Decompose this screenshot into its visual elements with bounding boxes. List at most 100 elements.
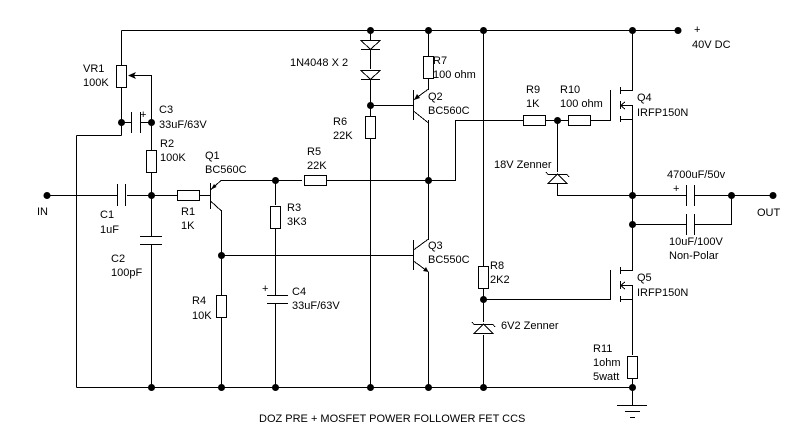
wire-to-r9: [428, 120, 523, 181]
r2-value: 100K: [160, 152, 186, 164]
transistor-q1: Q1 BC560C: [205, 150, 247, 212]
resistor-body: [568, 115, 591, 126]
capacitor-c1: C1 1uF: [100, 184, 126, 236]
junction-dot: [367, 27, 374, 34]
output-label: OUT: [757, 207, 781, 219]
pnp-arrow-icon: [414, 94, 420, 100]
junction-dot: [629, 384, 636, 391]
junction-dot: [148, 384, 155, 391]
q5-value: IRFP150N: [637, 287, 688, 299]
junction-dot: [554, 117, 561, 124]
zener-icon: [545, 171, 570, 184]
resistor-body: [365, 116, 376, 139]
capacitor-plates: [267, 295, 288, 304]
supply-label: 40V DC: [692, 39, 731, 51]
junction-dot: [425, 27, 432, 34]
diode-icon: [359, 70, 382, 81]
q2-ref: Q2: [428, 91, 443, 103]
q5-ref: Q5: [637, 272, 652, 284]
junction-dot: [367, 384, 374, 391]
junction-dot: [118, 119, 125, 126]
capacitor-c5: + 4700uF/50v: [667, 169, 726, 206]
q3-ref: Q3: [428, 240, 443, 252]
supply-terminal: [674, 27, 682, 34]
capacitor-c3: + C3 33uF/63V: [131, 104, 207, 133]
wire-output-caps: [632, 195, 773, 225]
c3-polarity: +: [140, 109, 146, 121]
resistor-body: [270, 206, 281, 229]
r8-value: 2K2: [490, 274, 510, 286]
mosfet-q5: Q5 IRFP150N: [610, 265, 688, 302]
input-label: IN: [37, 206, 48, 218]
vr1-ref: VR1: [83, 63, 104, 75]
wires: [47, 30, 773, 405]
r5-ref: R5: [307, 146, 321, 158]
resistor-r1: R1 1K: [177, 190, 200, 232]
c5-polarity: +: [673, 183, 679, 195]
resistor-r8: R8 2K2: [478, 260, 510, 289]
c2-value: 100pF: [111, 267, 142, 279]
q1-ref: Q1: [205, 150, 220, 162]
zener-18v: 18V Zenner: [494, 159, 570, 184]
diode-icon: [359, 40, 382, 51]
r11-rating: 5watt: [593, 371, 619, 383]
diode-ref: 1N4048 X 2: [290, 57, 348, 69]
junction-dot: [728, 192, 735, 199]
resistor-r2: R2 100K: [146, 138, 186, 173]
junction-dot: [272, 177, 279, 184]
r9-value: 1K: [526, 98, 540, 110]
r6-value: 22K: [333, 130, 353, 142]
schematic-title: DOZ PRE + MOSFET POWER FOLLOWER FET CCS: [259, 413, 525, 425]
resistor-r4: R4 10K: [192, 295, 227, 322]
c4-value: 33uF/63V: [292, 300, 340, 312]
r7-ref: R7: [433, 55, 447, 67]
c6-value: 10uF/100V: [669, 236, 723, 248]
wire-zener18: [557, 120, 633, 196]
r8-ref: R8: [490, 260, 504, 272]
r1-value: 1K: [181, 220, 195, 232]
supply-plus-label: +: [694, 24, 700, 36]
junction-dot: [218, 252, 225, 259]
junction-dot: [148, 119, 155, 126]
wire-vr1-wiper: [135, 75, 152, 122]
junction-dot: [629, 221, 636, 228]
resistor-body: [627, 356, 638, 379]
junction-dot: [272, 384, 279, 391]
resistor-body: [523, 115, 546, 126]
r5-value: 22K: [307, 160, 327, 172]
q2-value: BC560C: [428, 105, 470, 117]
collector-lead: [210, 200, 222, 212]
zener-6v2-label: 6V2 Zenner: [501, 320, 559, 332]
c2-ref: C2: [111, 253, 125, 265]
c6-type: Non-Polar: [669, 250, 719, 262]
junction-dot: [629, 27, 636, 34]
resistor-body: [116, 65, 127, 88]
input-terminal: [43, 192, 51, 199]
junction-dot: [480, 384, 487, 391]
vr1-value: 100K: [83, 77, 109, 89]
capacitor-plates: [131, 112, 141, 133]
resistor-r3: R3 3K3: [270, 202, 307, 229]
r10-ref: R10: [560, 84, 580, 96]
mosfet-arrow-icon: [620, 101, 626, 110]
r3-ref: R3: [287, 202, 301, 214]
mosfet-q4: Q4 IRFP150N: [610, 83, 688, 122]
r6-ref: R6: [333, 116, 347, 128]
junction-dot: [367, 102, 374, 109]
collector-lead: [413, 110, 429, 124]
resistor-body: [177, 190, 200, 201]
wire-left-return: [76, 135, 122, 388]
junctions: [43, 27, 777, 391]
pnp-arrow-icon: [211, 184, 217, 190]
r9-ref: R9: [526, 84, 540, 96]
zener-6v2: 6V2 Zenner: [471, 320, 559, 334]
capacitor-plates: [686, 185, 695, 206]
potentiometer-vr1: VR1 100K: [83, 63, 140, 89]
mosfet-leads: [620, 265, 633, 300]
c4-polarity: +: [262, 283, 268, 295]
junction-dot: [425, 384, 432, 391]
mosfet-arrow-icon: [620, 281, 626, 290]
resistor-r11: R11 1ohm 5watt: [593, 343, 638, 383]
resistor-body: [423, 56, 434, 79]
q1-value: BC560C: [205, 164, 247, 176]
